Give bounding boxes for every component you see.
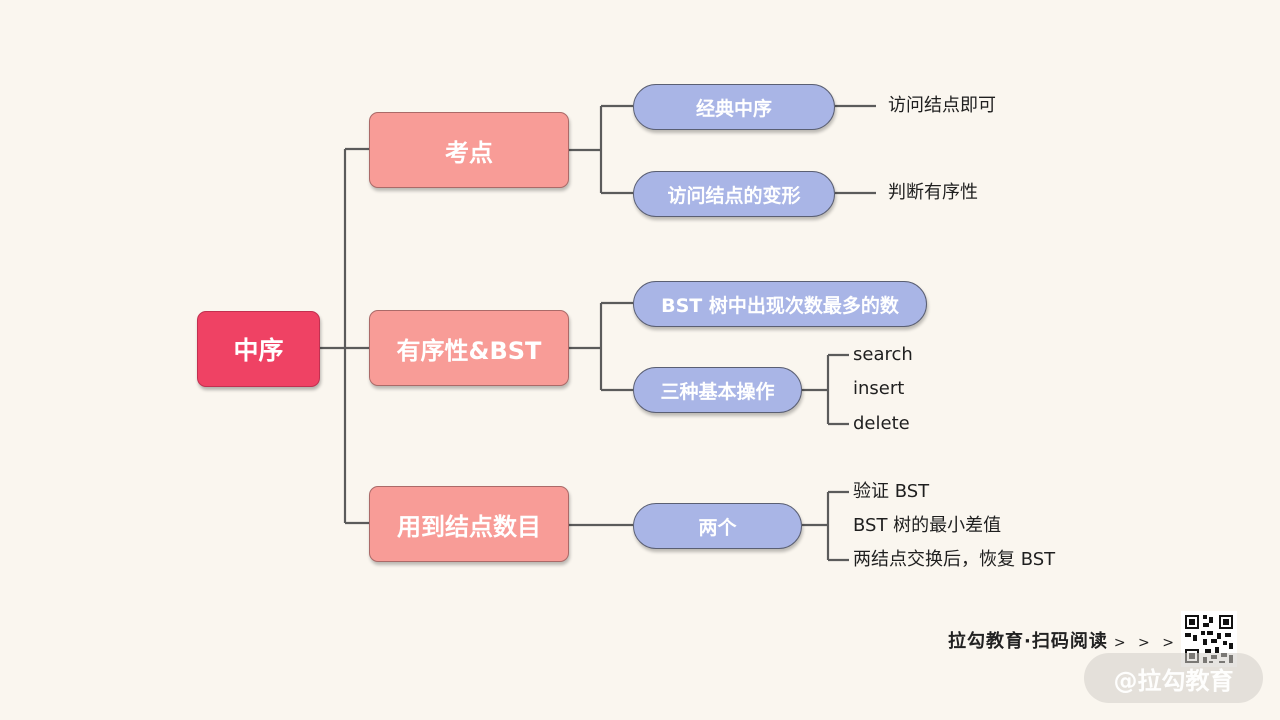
branch-node-order-bst: 有序性&BST [369, 310, 569, 386]
subnode-classic-inorder: 经典中序 [633, 84, 835, 130]
leaf-visit-node: 访问结点即可 [888, 95, 996, 116]
branch-node-node-count: 用到结点数目 [369, 486, 569, 562]
watermark-badge: @拉勾教育 [1084, 653, 1263, 703]
leaf-check-order: 判断有序性 [888, 182, 978, 203]
footer-scan-text: 拉勾教育·扫码阅读 > > > [948, 627, 1178, 653]
root-node: 中序 [197, 311, 320, 387]
subnode-two: 两个 [633, 503, 802, 549]
leaf-validate-bst: 验证 BST [853, 481, 930, 502]
footer-arrows: > > > [1113, 635, 1178, 651]
footer-label: 拉勾教育·扫码阅读 [948, 631, 1108, 652]
subnode-bst-mode: BST 树中出现次数最多的数 [633, 281, 927, 327]
leaf-recover-bst: 两结点交换后，恢复 BST [853, 549, 1056, 570]
leaf-bst-min-diff: BST 树的最小差值 [853, 515, 1002, 536]
leaf-delete: delete [853, 413, 910, 434]
branch-node-exam-points: 考点 [369, 112, 569, 188]
leaf-insert: insert [853, 378, 905, 399]
leaf-search: search [853, 344, 913, 365]
subnode-visit-variant: 访问结点的变形 [633, 171, 835, 217]
subnode-basic-ops: 三种基本操作 [633, 367, 802, 413]
